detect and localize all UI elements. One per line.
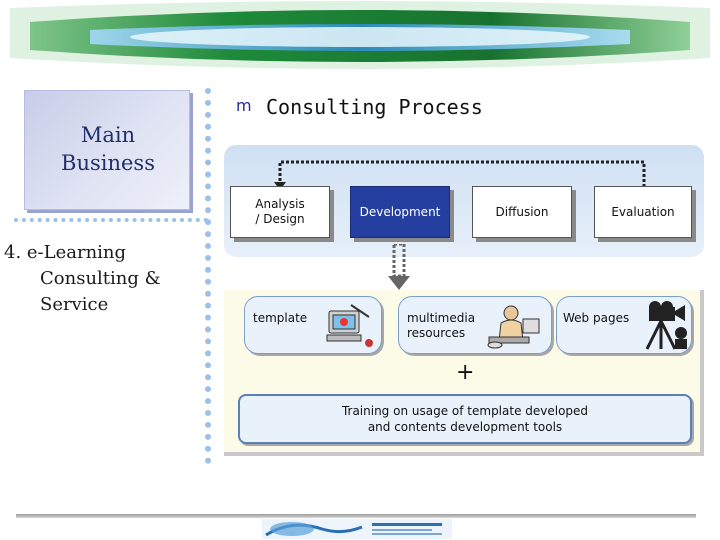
deliverable-label: Web pages [563, 311, 630, 325]
step-label-line2: / Design [255, 212, 305, 226]
deliverable-web-pages: Web pages [556, 296, 692, 354]
step-development: Development [350, 186, 450, 238]
svg-text:m: m [236, 98, 252, 114]
deliverable-label: multimedia resources [407, 311, 475, 341]
main-title-line1: Main [80, 123, 136, 147]
deliverable-multimedia: multimedia resources [398, 296, 552, 354]
step-label: Diffusion [495, 204, 549, 219]
section-title-line2: Consulting & [40, 268, 161, 289]
step-evaluation: Evaluation [594, 186, 692, 238]
computer-clipart-icon [326, 304, 373, 347]
main-title-line2: Business [61, 151, 155, 175]
section-title: 4. e-Learning Consulting & Service [4, 240, 204, 318]
deliverable-label: template [253, 311, 308, 325]
footer-line [16, 514, 696, 518]
footer-logo [262, 519, 452, 539]
consulting-process-heading: Consulting Process [266, 95, 483, 119]
main-business-box: Main Business [24, 90, 190, 210]
section-title-line3: Service [40, 294, 109, 315]
header-banner [10, 1, 710, 69]
training-line1: Training on usage of template developed [341, 404, 589, 418]
training-box: Training on usage of template developed … [238, 394, 692, 444]
deliverable-template: template [244, 296, 382, 354]
video-camera-icon [645, 301, 687, 350]
step-analysis-design: Analysis / Design [230, 186, 330, 238]
plus-sign: + [456, 360, 475, 385]
deliverable-label-line1: multimedia [407, 311, 476, 325]
step-label: Development [359, 204, 441, 219]
deliverable-label-line2: resources [407, 326, 466, 340]
bullet-icon: m [236, 98, 252, 114]
training-line2: and contents development tools [367, 420, 563, 434]
main-business-title: Main Business [25, 121, 191, 177]
down-arrow-icon [388, 244, 410, 290]
section-title-line1: 4. e-Learning [4, 242, 127, 263]
step-label: Evaluation [611, 204, 675, 219]
step-label-line1: Analysis [255, 197, 305, 211]
left-divider [14, 218, 208, 222]
vertical-divider [205, 88, 211, 464]
step-diffusion: Diffusion [472, 186, 572, 238]
person-at-computer-icon [487, 305, 540, 349]
